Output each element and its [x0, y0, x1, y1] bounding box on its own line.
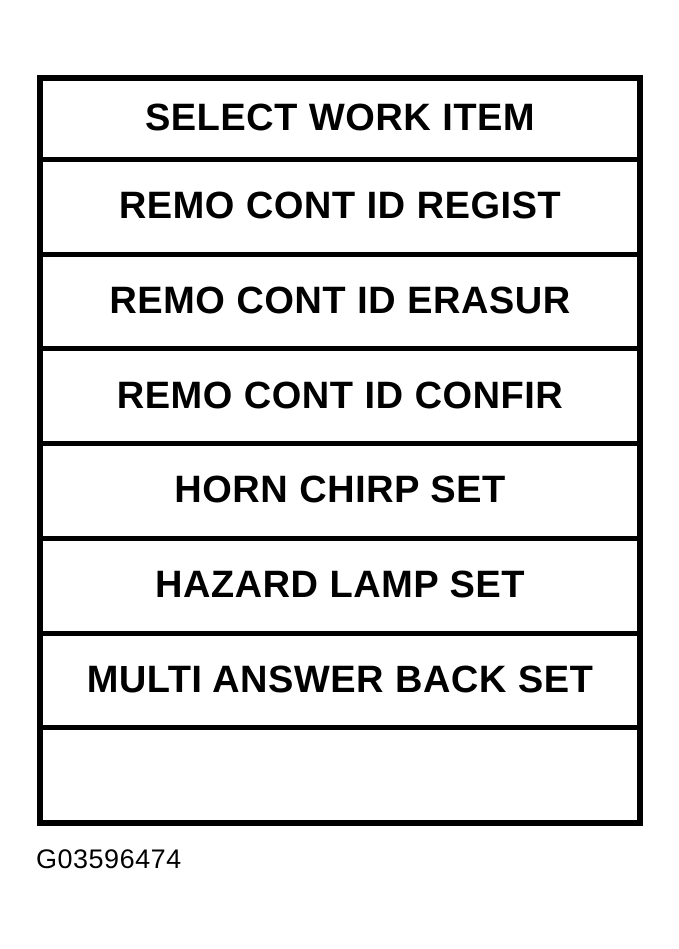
menu-item-label: REMO CONT ID ERASUR [109, 279, 571, 322]
menu-item-label: REMO CONT ID CONFIR [116, 374, 564, 417]
menu-item-row-hazard-lamp-set: HAZARD LAMP SET [43, 535, 637, 631]
menu-item-row-horn-chirp-set: HORN CHIRP SET [43, 441, 637, 536]
menu-item-row-multi-answer-back-set: MULTI ANSWER BACK SET [43, 630, 637, 726]
menu-empty-row [43, 725, 637, 820]
menu-header-label: SELECT WORK ITEM [144, 97, 536, 140]
menu-header-row: SELECT WORK ITEM [43, 81, 637, 157]
figure-id-caption: G03596474 [36, 844, 182, 874]
menu-item-label: MULTI ANSWER BACK SET [86, 658, 594, 701]
menu-item-row-remo-cont-id-erasur: REMO CONT ID ERASUR [43, 251, 637, 347]
menu-item-label: HORN CHIRP SET [174, 469, 506, 512]
menu-item-label: HAZARD LAMP SET [155, 564, 525, 607]
work-item-menu-table: SELECT WORK ITEM REMO CONT ID REGIST REM… [37, 75, 643, 826]
menu-item-row-remo-cont-id-confir: REMO CONT ID CONFIR [43, 346, 637, 441]
menu-item-label: REMO CONT ID REGIST [118, 185, 562, 228]
menu-item-row-remo-cont-id-regist: REMO CONT ID REGIST [43, 156, 637, 252]
